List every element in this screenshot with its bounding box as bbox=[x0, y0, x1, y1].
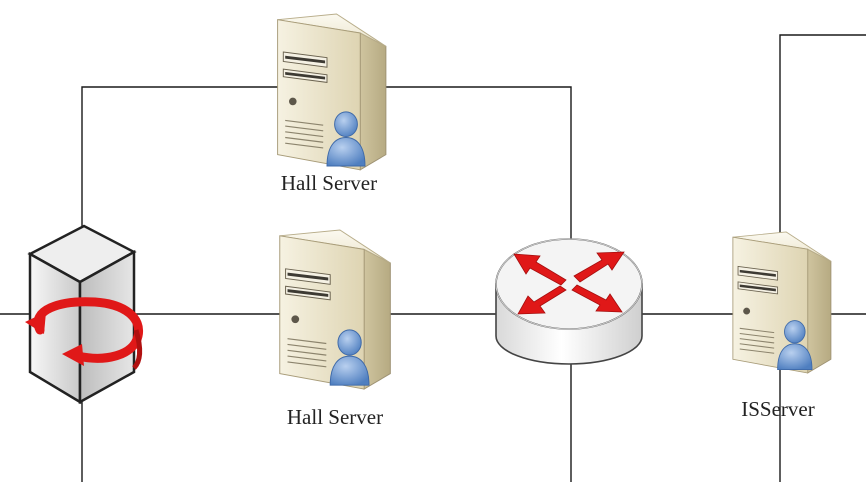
hall-server-middle-label: Hall Server bbox=[287, 405, 383, 429]
server-user-icon bbox=[277, 13, 387, 171]
gateway-cube bbox=[25, 224, 144, 405]
server-user-icon bbox=[279, 229, 391, 390]
is-server-label: ISServer bbox=[741, 397, 814, 421]
router bbox=[495, 238, 643, 365]
is-server: ISServer bbox=[732, 231, 832, 421]
rotate-arrow-icon bbox=[25, 297, 144, 370]
hall-server-top-label: Hall Server bbox=[281, 171, 377, 195]
router-arrows-icon bbox=[513, 251, 625, 315]
hall-server-top: Hall Server bbox=[277, 13, 387, 195]
hall-server-middle: Hall Server bbox=[279, 229, 391, 429]
server-user-icon bbox=[732, 231, 832, 374]
